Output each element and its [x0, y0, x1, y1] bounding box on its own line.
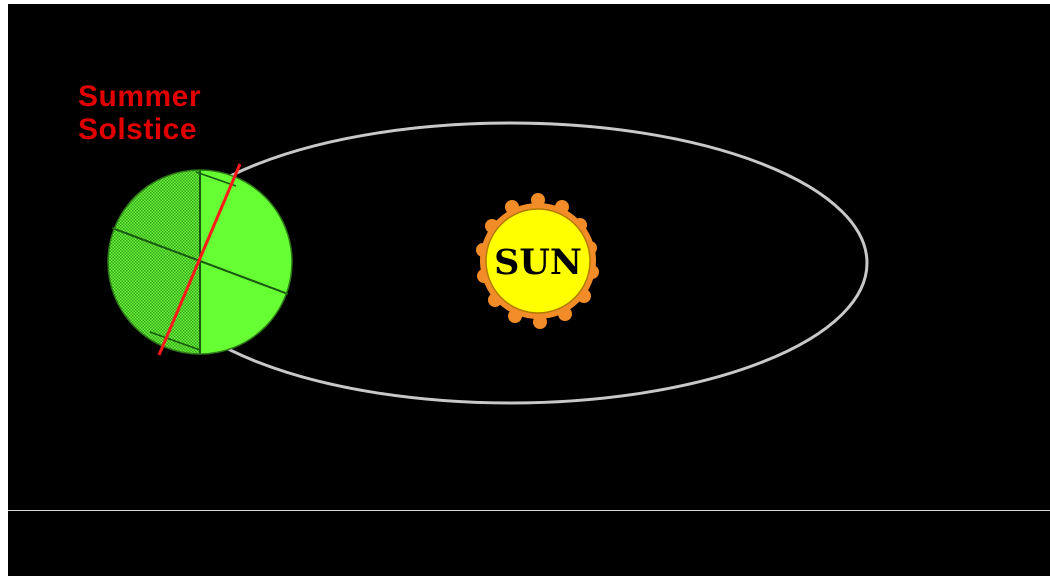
- earth-icon: [107, 169, 293, 355]
- caption-summer-solstice: Summer Solstice: [78, 80, 201, 146]
- earth-axis: [157, 163, 242, 356]
- bottom-divider: [8, 510, 1050, 511]
- caption-line-2: Solstice: [78, 113, 198, 146]
- sun-icon: [476, 193, 599, 329]
- sun-label: SUN: [494, 242, 582, 283]
- caption-line-1: Summer: [78, 80, 202, 113]
